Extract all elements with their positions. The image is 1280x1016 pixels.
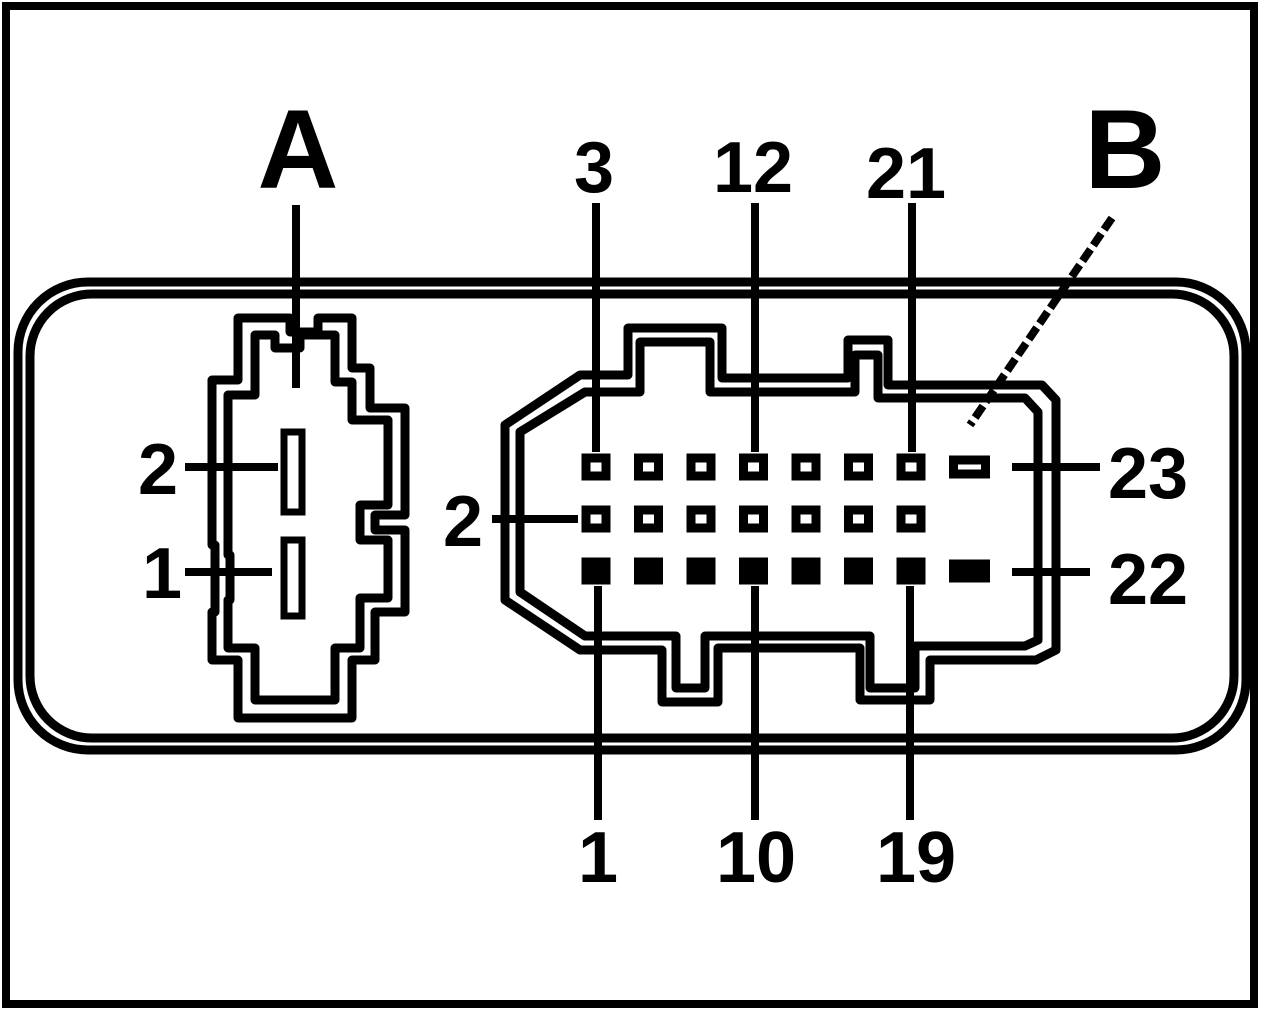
- connector-b-pin19-label: 19: [876, 818, 956, 898]
- connector-b-pin12-label: 12: [713, 128, 793, 208]
- connector-b-pin-bottom-7: [896, 557, 926, 585]
- connector-b-pin-bottom-5: [791, 557, 821, 585]
- connector-b-pin-bottom-8: [949, 559, 990, 583]
- connector-a-pin2-label: 2: [138, 430, 178, 510]
- connector-a-housing: [207, 313, 410, 723]
- connector-b-housing: [500, 323, 1061, 707]
- connector-b-label-leader: [966, 215, 1116, 428]
- connector-b-pin2-label: 2: [443, 482, 483, 562]
- connector-b-pin-middle-5: [791, 505, 821, 533]
- connector-b-pin22-label: 22: [1108, 540, 1188, 620]
- connector-b-pin-middle-7: [896, 505, 926, 533]
- connector-b-pin-middle-3: [686, 505, 716, 533]
- connector-b-pin-top-5: [791, 453, 821, 481]
- connector-b-pin1-label: 1: [578, 818, 618, 898]
- connector-b-pin-top-4: [739, 453, 768, 481]
- connector-b-label: B: [1085, 87, 1166, 212]
- connector-a-terminal-1: [280, 536, 306, 620]
- connector-b-pin10-label: 10: [716, 818, 796, 898]
- connector-a-pin1-label: 1: [142, 534, 182, 614]
- connector-b-pin-middle-4: [739, 505, 768, 533]
- figure-frame: [2, 2, 1258, 1008]
- connector-b: B 3 12 21 23 2 22 1 10 19: [443, 87, 1188, 898]
- connector-b-pin-top-3: [686, 453, 716, 481]
- connector-b-pin-middle-6: [844, 505, 873, 533]
- connector-a-label: A: [258, 87, 339, 212]
- connector-b-pin-bottom-2: [634, 557, 663, 585]
- connector-b-pin21-label: 21: [866, 134, 946, 214]
- connector-b-pins: [581, 453, 990, 585]
- connector-a: A 2 1: [138, 87, 410, 723]
- connector-b-pin-top-1: [581, 453, 611, 481]
- connector-b-pin-top-7: [896, 453, 926, 481]
- connector-b-pin-middle-2: [634, 505, 663, 533]
- connector-a-terminal-2: [280, 428, 306, 516]
- connector-b-pin-middle-1: [581, 505, 611, 533]
- connector-b-pin-top-8: [949, 455, 990, 479]
- housing-outline: [13, 277, 1251, 755]
- connector-b-pin23-label: 23: [1108, 434, 1188, 514]
- connector-b-pin-top-6: [844, 453, 873, 481]
- connector-b-pin-bottom-3: [686, 557, 716, 585]
- connector-b-pin-bottom-6: [844, 557, 873, 585]
- connector-b-pin-top-2: [634, 453, 663, 481]
- connector-b-pin3-label: 3: [574, 128, 614, 208]
- connector-b-pin-bottom-4: [739, 557, 768, 585]
- connector-b-pin-bottom-1: [581, 557, 611, 585]
